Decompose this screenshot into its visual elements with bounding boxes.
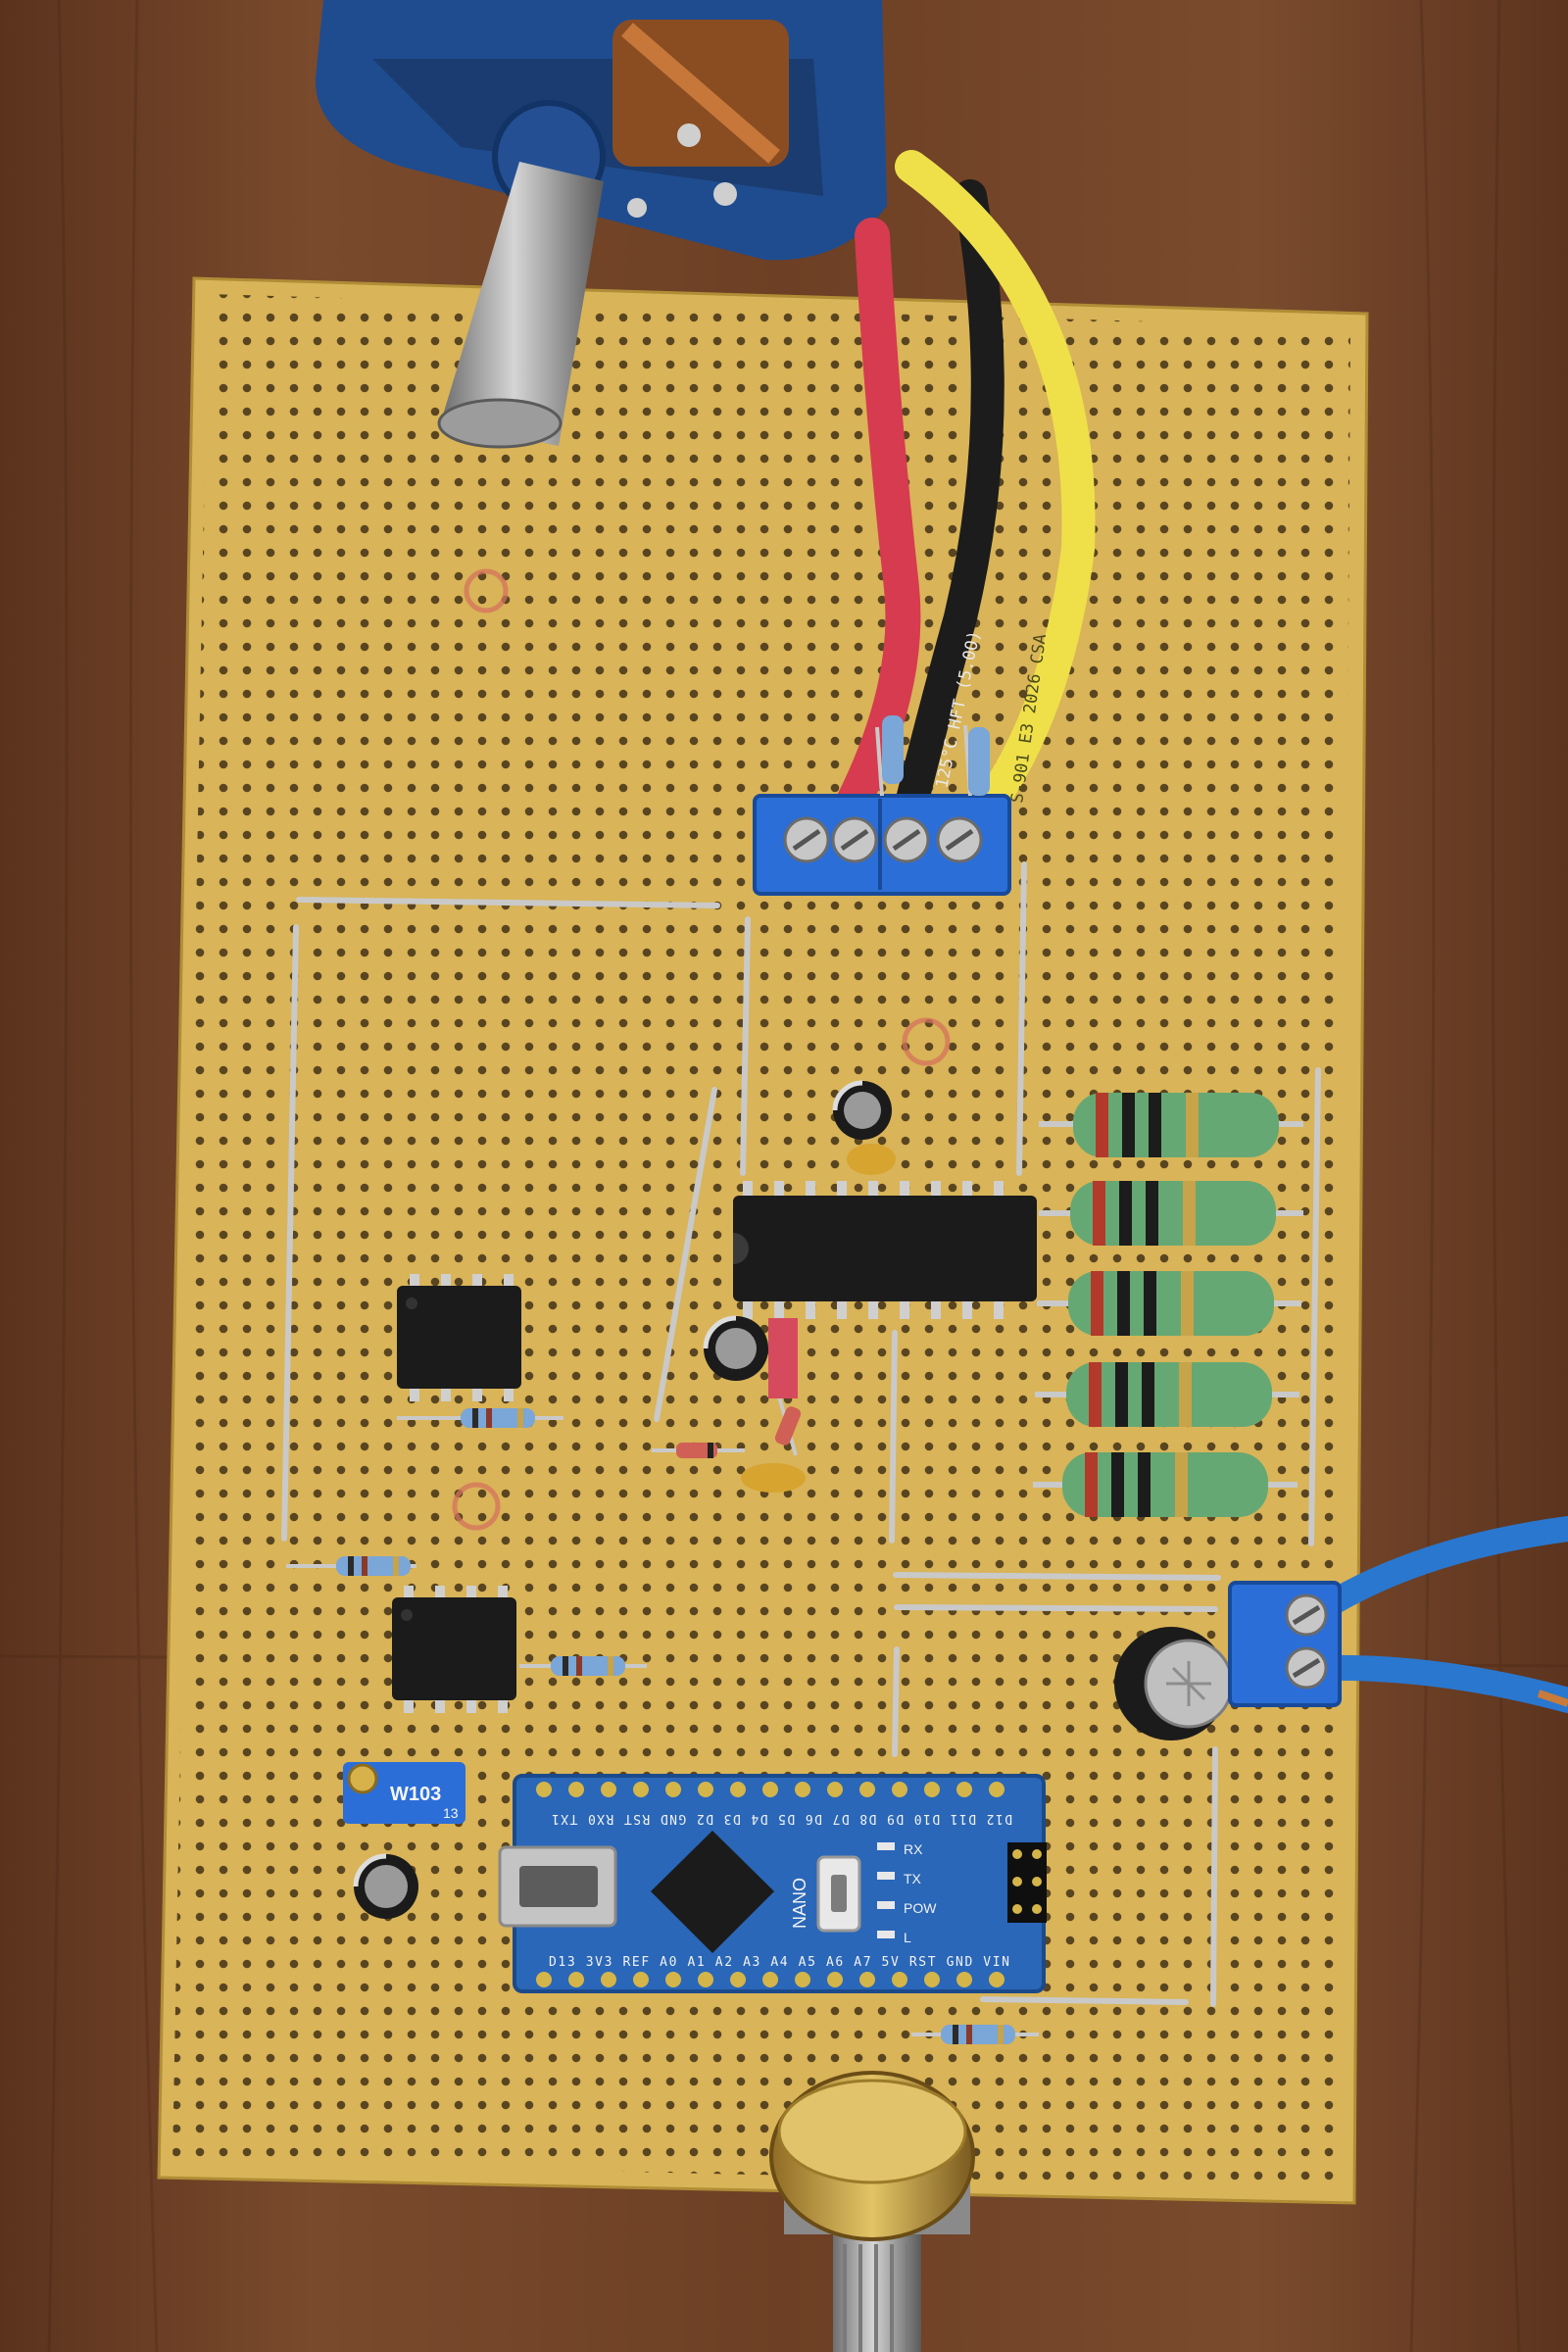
power-resistors [1033,1093,1303,1517]
motor-shaft [437,162,604,449]
brushless-motor [315,0,887,261]
driver-ic [733,1181,1037,1319]
nano-header-top [536,1782,1004,1797]
motor-terminal-block [753,794,1011,896]
opamp-ic-2 [392,1586,516,1713]
nano-led-tx: TX [904,1871,922,1886]
nano-led-pow: POW [904,1900,937,1916]
potentiometer [769,2071,975,2352]
small-resistors [286,715,1039,2044]
film-capacitor [768,1318,798,1398]
jumper-wires [281,861,1321,2007]
arduino-nano: D12 D11 D10 D9 D8 D7 D6 D5 D4 D3 D2 GND … [498,1774,1047,1993]
trimmer-number: 13 [443,1805,459,1821]
nano-bottom-pin-labels: D13 3V3 REF A0 A1 A2 A3 A4 A5 A6 A7 5V R… [549,1955,1009,1970]
nano-leds [877,1842,895,1938]
nano-led-rx: RX [904,1841,923,1857]
opamp-ic-1 [397,1274,521,1401]
nano-led-l: L [904,1930,911,1945]
nano-top-pin-labels: D12 D11 D10 D9 D8 D7 D6 D5 D4 D3 D2 GND … [552,1811,1012,1826]
nano-header-bottom [536,1972,1004,1987]
electrolytic-capacitors [353,1080,1234,1919]
trimmer-code: W103 [390,1784,441,1805]
nano-brand: NANO [790,1878,809,1929]
board-markings [452,568,951,1531]
nano-mcu-chip [651,1831,774,1953]
power-terminal-block [1228,1516,1568,1713]
ceramic-capacitors [741,1144,896,1493]
diodes [652,1396,802,1458]
trimmer-pot: W103 13 [343,1762,466,1824]
